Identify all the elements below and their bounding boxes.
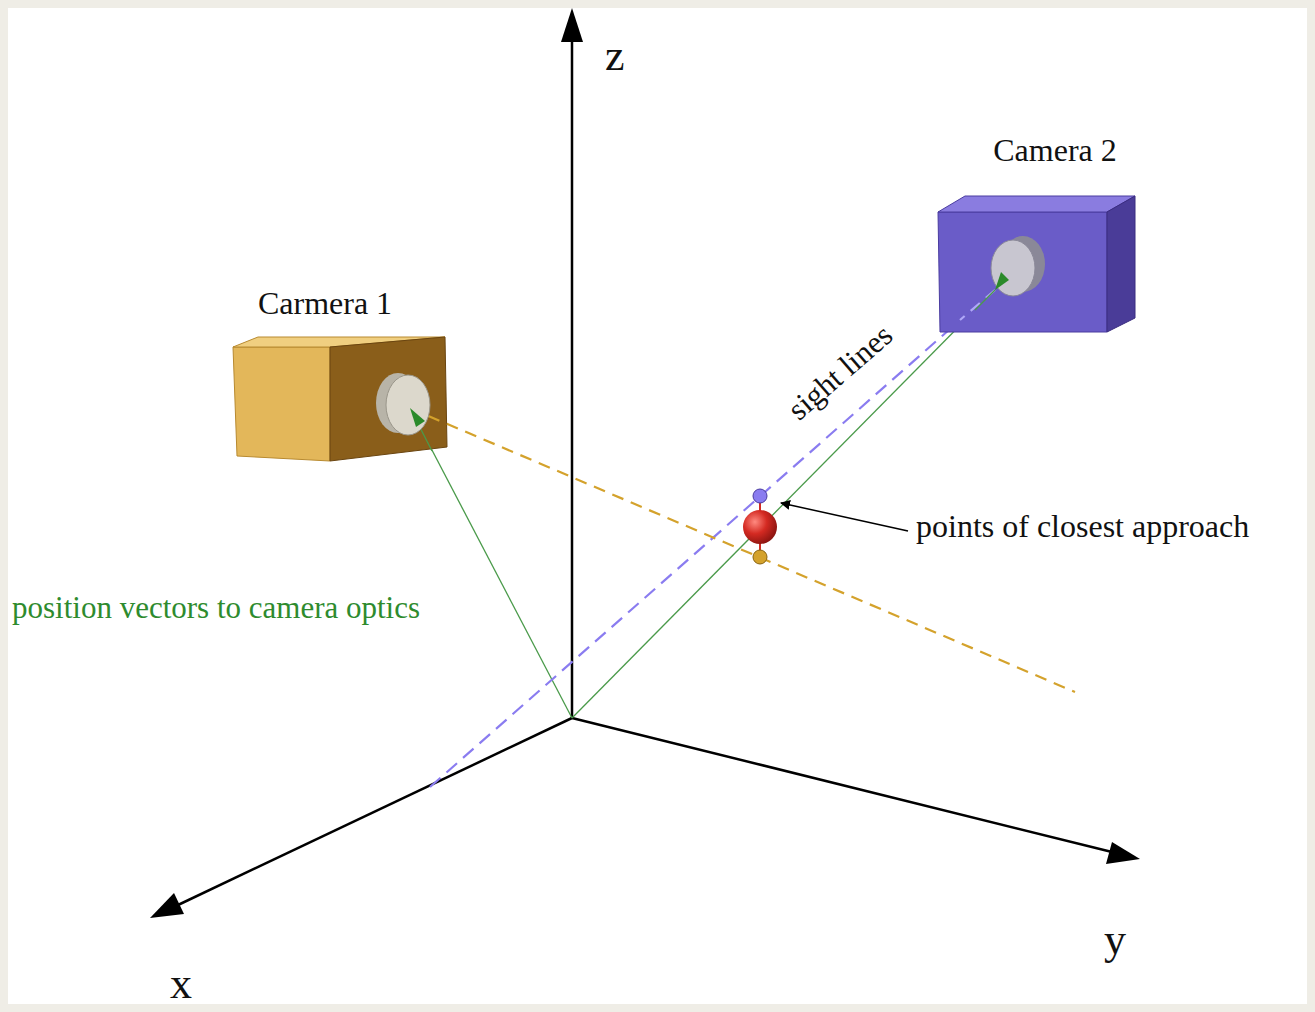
target-sphere	[743, 510, 777, 544]
x-axis	[178, 718, 572, 905]
axis-label: x	[170, 962, 192, 1006]
closest-point	[753, 489, 767, 503]
z-arrowhead	[561, 8, 583, 42]
position-vector	[410, 408, 572, 718]
axis-label: y	[1104, 918, 1126, 962]
leader-line	[781, 503, 908, 531]
camera-label: Carmera 1	[258, 285, 392, 322]
y-axis	[572, 718, 1112, 852]
camera-box: Camera 2	[935, 130, 1140, 340]
closest-point	[753, 550, 767, 564]
vector-label: position vectors to camera optics	[12, 592, 420, 623]
camera-box: Carmera 1	[230, 285, 452, 465]
axis-label: z	[605, 34, 625, 78]
sight-line	[410, 408, 1075, 692]
sight-line	[430, 285, 1000, 787]
y-arrowhead	[1106, 842, 1140, 864]
callout-label: points of closest approach	[916, 510, 1249, 542]
z-axis	[571, 38, 574, 718]
camera-label: Camera 2	[993, 132, 1117, 169]
x-arrowhead	[150, 893, 184, 918]
